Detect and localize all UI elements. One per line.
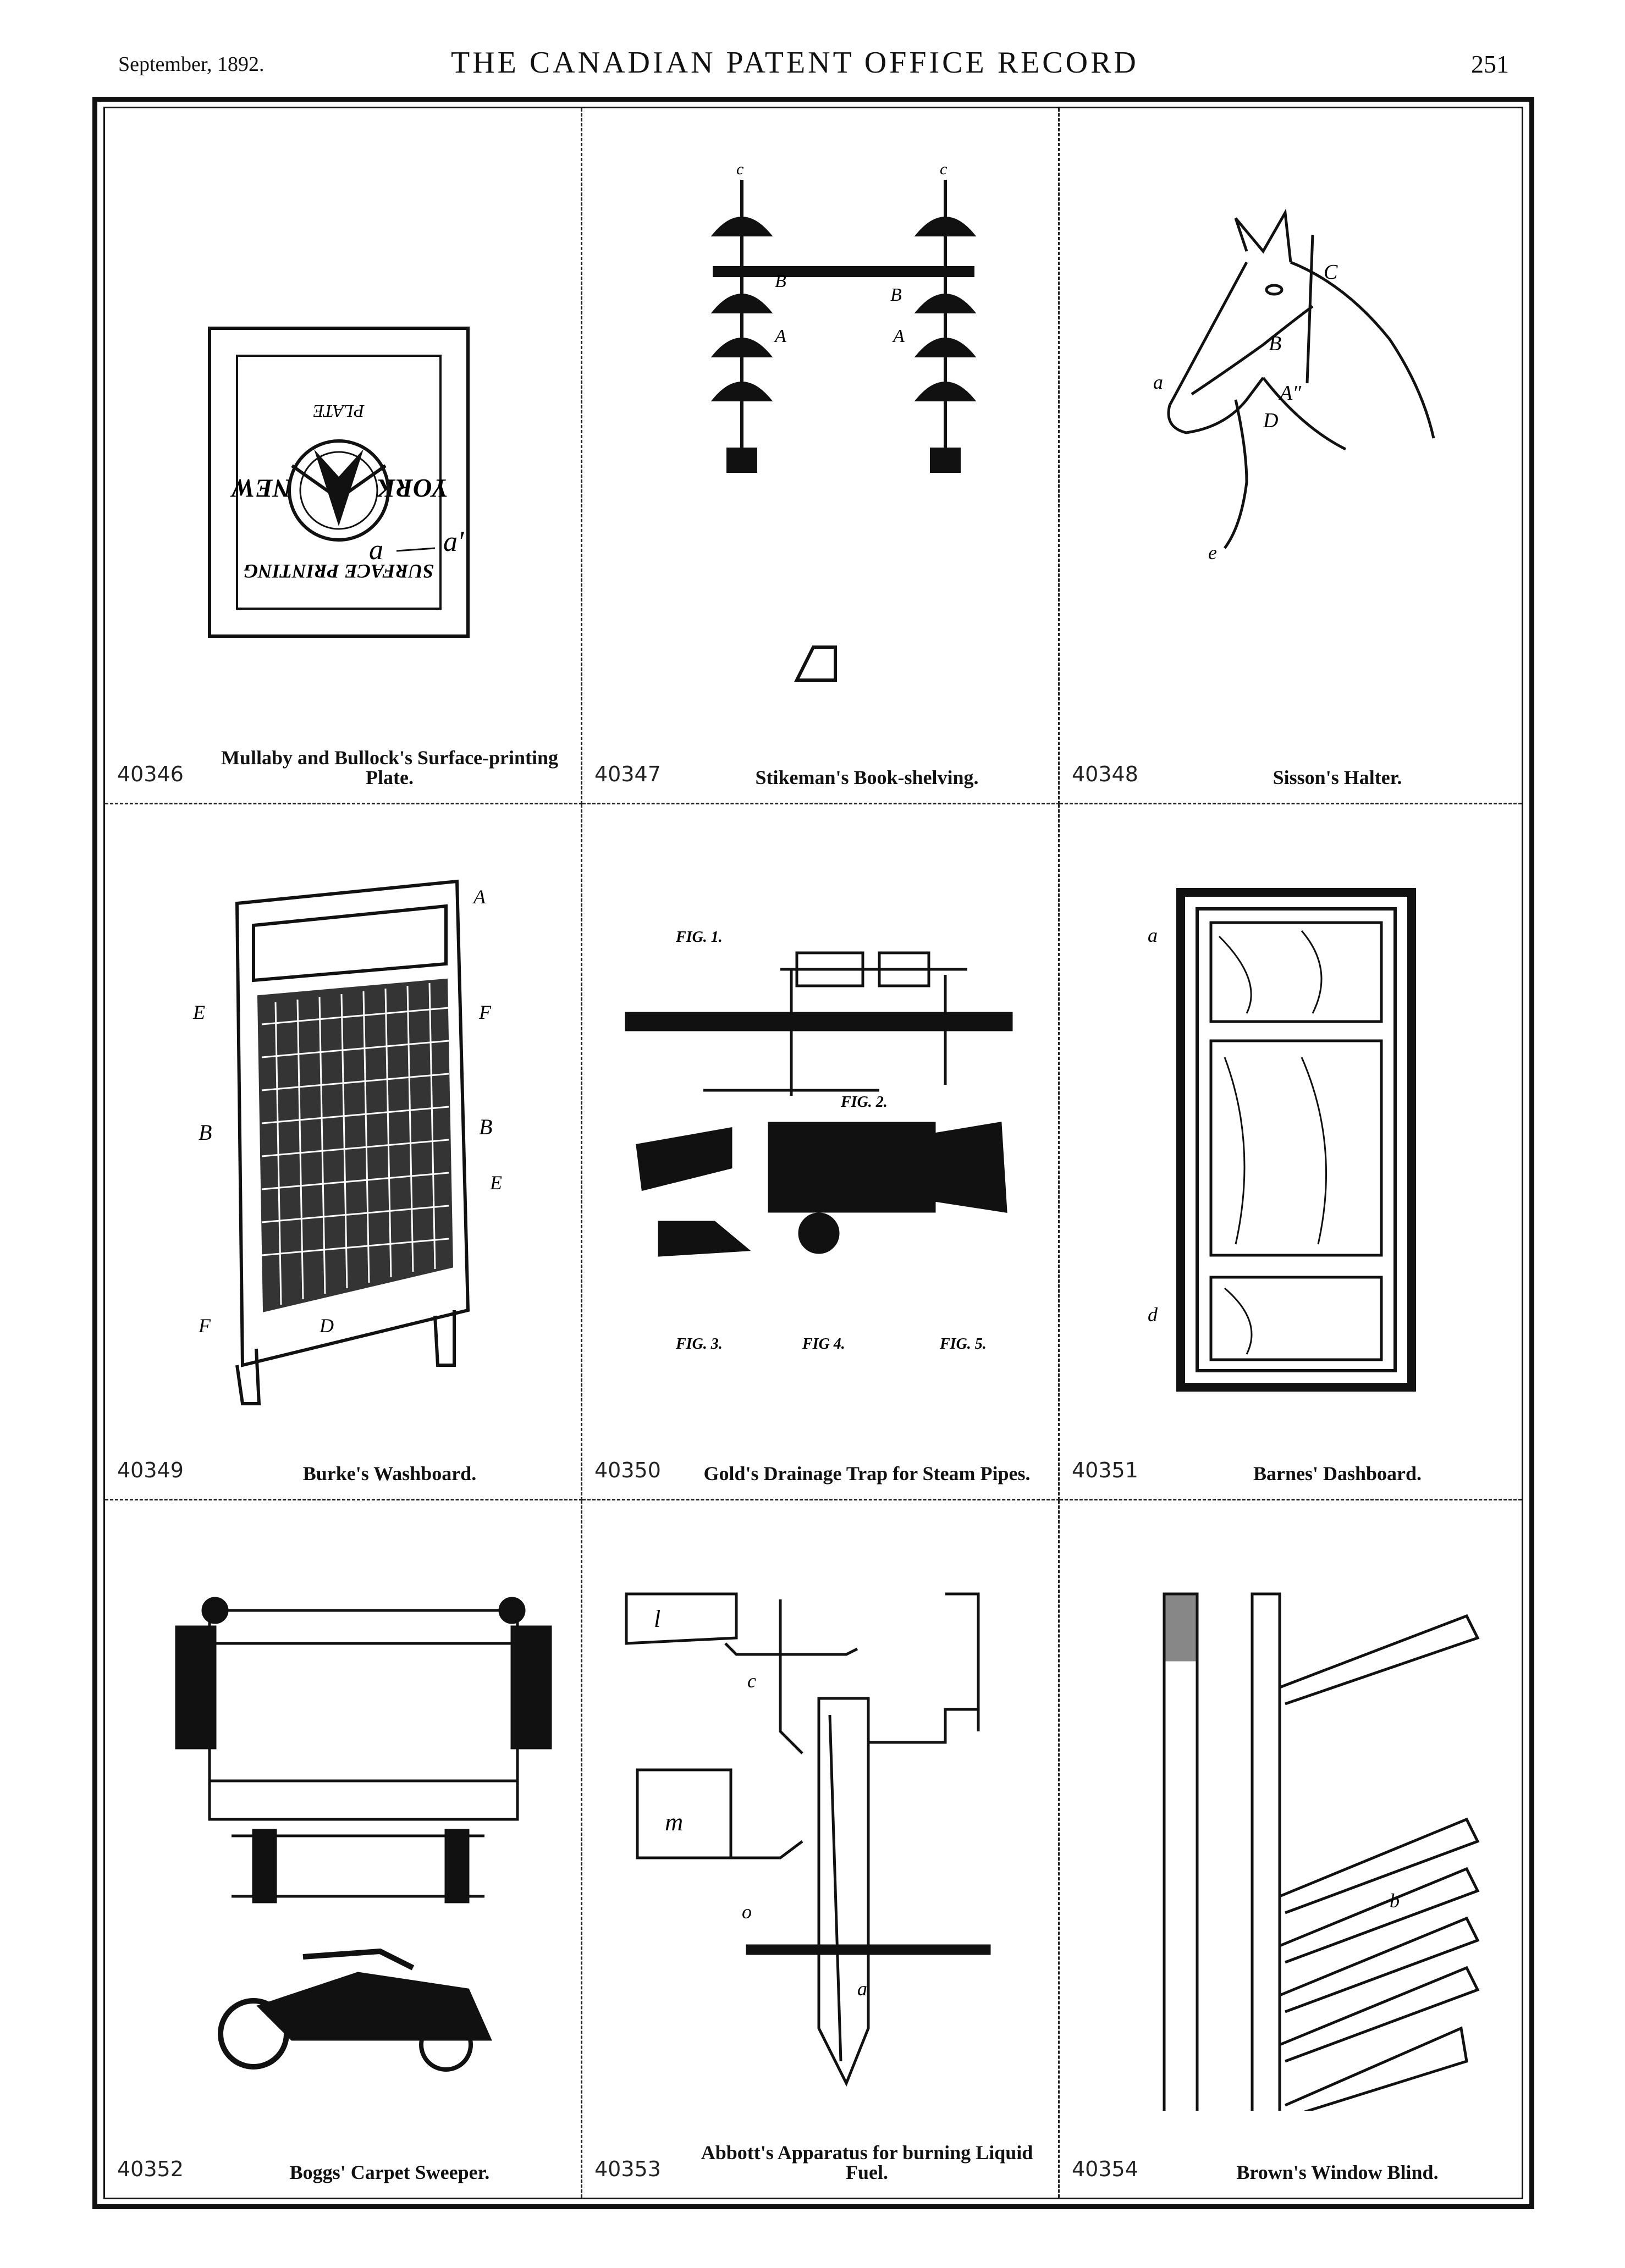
patent-caption: Mullaby and Bullock's Surface-printing P…: [221, 747, 559, 788]
svg-text:C: C: [1324, 261, 1338, 284]
plate-text-bottom: PLATE: [313, 401, 365, 421]
horse-halter-illustration: a B C A″ D e: [1153, 208, 1435, 564]
svg-text:A: A: [774, 326, 786, 346]
window-blind-drawing: b: [1082, 1533, 1515, 2118]
patent-cell: a B C A″ D e 40348 Sisson's Halter.: [1060, 108, 1522, 804]
svg-text:F: F: [198, 1315, 211, 1337]
fuel-burner-drawing: l c m o a: [604, 1533, 1038, 2111]
printing-plate-illustration: SURFACE PRINTING YORK NEW PLATE a a′: [208, 327, 470, 638]
patent-caption: Abbott's Apparatus for burning Liquid Fu…: [701, 2142, 1033, 2183]
issue-date: September, 1892.: [118, 53, 265, 76]
svg-text:c: c: [736, 160, 743, 178]
svg-text:o: o: [742, 1901, 752, 1923]
svg-text:FIG. 3.: FIG. 3.: [675, 1336, 723, 1353]
patent-cell: SURFACE PRINTING YORK NEW PLATE a a′ 403…: [105, 108, 582, 804]
washboard-illustration: A E F B B E F D: [192, 879, 502, 1405]
svg-text:D: D: [1263, 409, 1278, 432]
patent-cell: l c m o a 40353 Abbott's Apparatus for b…: [582, 1500, 1060, 2198]
svg-text:a: a: [1153, 371, 1163, 393]
patent-cell: a d 40351 Barnes' Dashboard.: [1060, 804, 1522, 1500]
printing-plate-drawing: SURFACE PRINTING YORK NEW PLATE a a′: [127, 141, 560, 719]
patent-number: 40348: [1072, 762, 1138, 786]
inner-frame: [103, 107, 1523, 2199]
svg-text:A: A: [892, 326, 905, 346]
svg-text:a: a: [1148, 924, 1158, 946]
svg-text:B: B: [199, 1120, 212, 1145]
book-shelving-illustration: c c B B A A: [710, 160, 977, 682]
svg-text:a: a: [857, 1978, 867, 2000]
patent-number: 40354: [1072, 2157, 1138, 2181]
patent-number: 40350: [594, 1458, 661, 1482]
patent-cell: FIG. 1. FIG. 2. FIG. 3. FIG 4. FIG. 5. 4…: [582, 804, 1060, 1500]
patent-caption: Brown's Window Blind.: [1236, 2161, 1439, 2183]
svg-text:F: F: [478, 1001, 492, 1023]
svg-text:l: l: [654, 1605, 660, 1632]
svg-text:c: c: [940, 160, 947, 178]
svg-text:a: a: [369, 534, 383, 566]
page-header: September, 1892. THE CANADIAN PATENT OFF…: [0, 0, 1625, 88]
plate-text-right: NEW: [230, 473, 293, 503]
svg-text:E: E: [192, 1001, 205, 1023]
svg-text:a′: a′: [443, 526, 465, 558]
patent-number: 40346: [117, 762, 184, 786]
patent-caption: Sisson's Halter.: [1273, 766, 1402, 788]
svg-text:b: b: [1390, 1890, 1400, 1912]
page-number: 251: [1471, 50, 1509, 78]
outer-frame: [92, 97, 1534, 2209]
patent-cell: 40352 Boggs' Carpet Sweeper.: [105, 1500, 582, 2198]
dashboard-drawing: a d: [1082, 837, 1515, 1415]
patent-caption: Burke's Washboard.: [302, 1463, 477, 1485]
patent-number: 40351: [1072, 1458, 1138, 1482]
patent-number: 40349: [117, 1458, 184, 1482]
patent-cell: b 40354 Brown's Window Blind.: [1060, 1500, 1522, 2198]
svg-text:B: B: [890, 285, 902, 305]
dashboard-illustration: a d: [1148, 888, 1416, 1392]
window-blind-illustration: b: [1163, 1592, 1480, 2118]
patent-caption: Gold's Drainage Trap for Steam Pipes.: [703, 1463, 1031, 1485]
svg-text:D: D: [319, 1315, 334, 1337]
svg-text:FIG. 5.: FIG. 5.: [939, 1336, 987, 1353]
svg-text:FIG. 2.: FIG. 2.: [840, 1094, 888, 1111]
publication-title: THE CANADIAN PATENT OFFICE RECORD: [451, 46, 1139, 80]
plate-text-top: SURFACE PRINTING: [244, 560, 434, 582]
patent-number: 40353: [594, 2157, 661, 2181]
patent-cell: A E F B B E F D 40349 Burke's Washboard.: [105, 804, 582, 1500]
fuel-burner-illustration: l c m o a: [625, 1592, 991, 2087]
svg-text:c: c: [747, 1670, 756, 1692]
drainage-trap-drawing: FIG. 1. FIG. 2. FIG. 3. FIG 4. FIG. 5.: [604, 837, 1038, 1415]
horse-halter-drawing: a B C A″ D e: [1082, 141, 1515, 719]
svg-text:B: B: [775, 271, 786, 291]
svg-text:FIG. 1.: FIG. 1.: [675, 929, 723, 946]
patent-number: 40352: [117, 2157, 184, 2181]
svg-text:A: A: [472, 886, 486, 908]
svg-text:B: B: [479, 1114, 492, 1139]
svg-text:B: B: [1269, 332, 1281, 355]
carpet-sweeper-illustration: [175, 1597, 552, 2072]
svg-text:A″: A″: [1278, 382, 1302, 405]
book-shelving-drawing: c c B B A A: [604, 141, 1038, 719]
svg-text:FIG 4.: FIG 4.: [802, 1336, 845, 1353]
svg-text:m: m: [665, 1808, 683, 1836]
patent-grid: SURFACE PRINTING YORK NEW PLATE a a′ 403…: [105, 108, 1522, 2198]
patent-cell: c c B B A A 40347 Stikeman's Book-shelvi…: [582, 108, 1060, 804]
svg-text:d: d: [1148, 1304, 1158, 1326]
patent-caption: Barnes' Dashboard.: [1253, 1463, 1422, 1485]
patent-caption: Boggs' Carpet Sweeper.: [289, 2161, 490, 2183]
drainage-trap-illustration: FIG. 1. FIG. 2. FIG. 3. FIG 4. FIG. 5.: [625, 929, 1013, 1353]
washboard-drawing: A E F B B E F D: [127, 837, 560, 1415]
svg-text:e: e: [1208, 542, 1217, 564]
svg-text:E: E: [489, 1172, 502, 1194]
carpet-sweeper-drawing: [127, 1533, 560, 2111]
patent-number: 40347: [594, 762, 661, 786]
patent-caption: Stikeman's Book-shelving.: [755, 766, 979, 788]
